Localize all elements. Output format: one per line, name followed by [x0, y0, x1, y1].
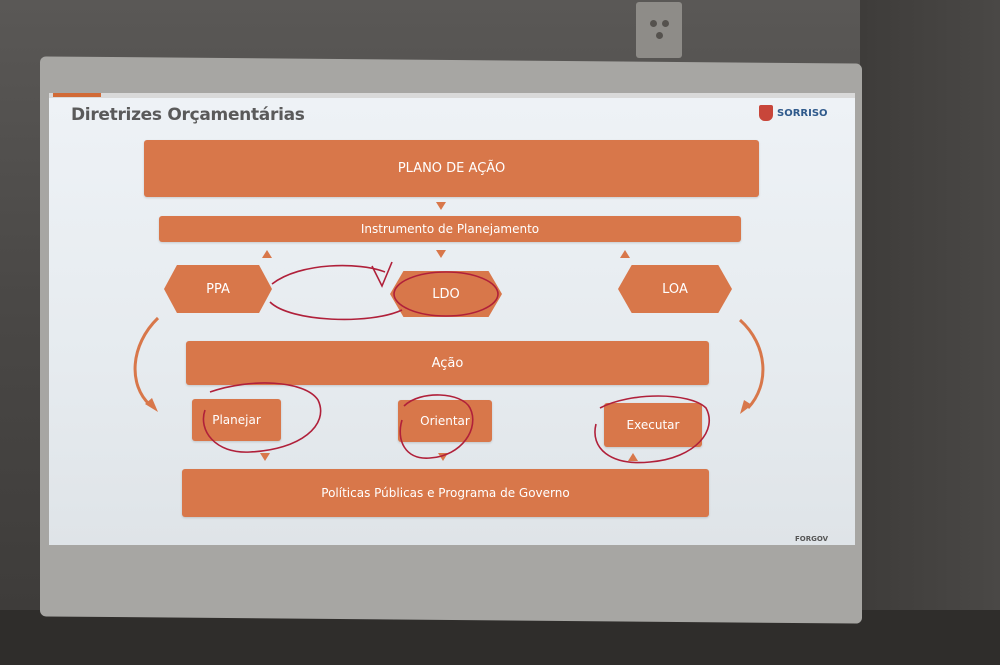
planejar-box: Planejar — [192, 399, 281, 441]
slide-accent-bar — [53, 93, 101, 97]
forgov-brand: FORGOV — [795, 535, 829, 543]
outlet-hole — [650, 20, 657, 27]
sorriso-logo: SORRISO — [759, 103, 845, 123]
instrumento-planejamento-box: Instrumento de Planejamento — [159, 216, 741, 242]
politicas-publicas-box: Políticas Públicas e Programa de Governo — [182, 469, 709, 517]
slide-top-strip — [49, 93, 855, 98]
outlet-hole — [662, 20, 669, 27]
loa-hexagon: LOA — [618, 265, 732, 313]
acao-box: Ação — [186, 341, 709, 385]
projected-slide: Diretrizes Orçamentárias SORRISO PLANO D… — [49, 93, 855, 545]
wall-outlet — [636, 2, 682, 58]
slide-title: Diretrizes Orçamentárias — [71, 105, 305, 125]
logo-text: SORRISO — [777, 107, 828, 119]
orientar-box: Orientar — [398, 400, 492, 442]
outlet-hole — [656, 32, 663, 39]
ldo-hexagon: LDO — [390, 271, 502, 317]
ppa-hexagon: PPA — [164, 265, 272, 313]
executar-box: Executar — [604, 403, 702, 447]
plano-de-acao-box: PLANO DE AÇÃO — [144, 140, 759, 197]
logo-emblem-icon — [759, 105, 773, 121]
right-wall — [860, 0, 1000, 665]
